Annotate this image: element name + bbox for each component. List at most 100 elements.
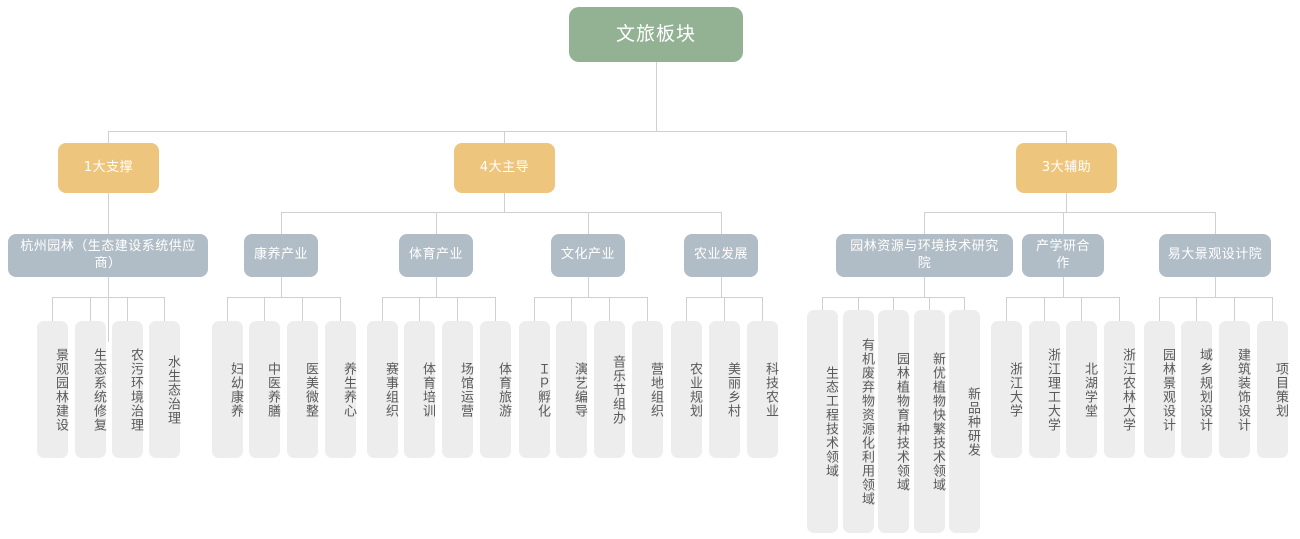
connector-hzyl-leaf-2 xyxy=(127,297,128,321)
connector-ylyjy-leaf-2 xyxy=(893,297,894,310)
leaf-node[interactable]: 演艺编导 xyxy=(556,321,587,458)
connector-hzyl-bus xyxy=(52,297,164,298)
leaf-node[interactable]: 有机废弃物资源化利用领域 xyxy=(843,310,874,533)
connector-leading-to-whgy xyxy=(588,212,589,234)
leaf-node[interactable]: 音乐节组办 xyxy=(594,321,625,458)
leaf-node[interactable]: 农业规划 xyxy=(671,321,702,458)
connector-whgy-leaf-0 xyxy=(534,297,535,321)
connector-whgy-leaf-3 xyxy=(647,297,648,321)
connector-nyfz-leaf-1 xyxy=(724,297,725,321)
connector-cxyhz-leaf-2 xyxy=(1081,297,1082,321)
connector-kygy-leaf-1 xyxy=(264,297,265,321)
leaf-node[interactable]: 医美微整 xyxy=(287,321,318,458)
connector-kygy-stem xyxy=(281,277,282,297)
connector-ylyjy-leaf-1 xyxy=(858,297,859,310)
leaf-node[interactable]: 养生养心 xyxy=(325,321,356,458)
connector-cxyhz-stem xyxy=(1063,277,1064,297)
connector-tygy-leaf-2 xyxy=(457,297,458,321)
leaf-node[interactable]: 新品种研发 xyxy=(949,310,980,533)
connector-whgy-stem xyxy=(588,277,589,297)
leaf-node[interactable]: 园林植物育种技术领域 xyxy=(878,310,909,533)
leaf-node[interactable]: 体育培训 xyxy=(404,321,435,458)
connector-kygy-bus xyxy=(227,297,340,298)
node-level3-hzyl[interactable]: 杭州园林（生态建设系统供应商） xyxy=(8,234,208,277)
connector-ydsjy-leaf-3 xyxy=(1272,297,1273,321)
connector-cxyhz-leaf-1 xyxy=(1044,297,1045,321)
connector-cxyhz-leaf-3 xyxy=(1119,297,1120,321)
leaf-node[interactable]: 生态系统修复 xyxy=(75,321,106,458)
leaf-node[interactable]: 园林景观设计 xyxy=(1144,321,1175,458)
node-level3-whgy[interactable]: 文化产业 xyxy=(551,234,625,277)
connector-nyfz-stem xyxy=(721,277,722,297)
connector-ydsjy-bus xyxy=(1159,297,1272,298)
connector-tygy-leaf-0 xyxy=(382,297,383,321)
connector-leading-to-nyfz xyxy=(721,212,722,234)
connector-ylyjy-stem xyxy=(924,277,925,297)
connector-tygy-leaf-1 xyxy=(419,297,420,321)
connector-leading-to-tygy xyxy=(436,212,437,234)
leaf-node[interactable]: 新优植物快繁技术领域 xyxy=(914,310,945,533)
leaf-node[interactable]: 建筑装饰设计 xyxy=(1219,321,1250,458)
node-level3-tygy[interactable]: 体育产业 xyxy=(399,234,473,277)
node-level3-nyfz[interactable]: 农业发展 xyxy=(684,234,758,277)
node-level3-cxyhz[interactable]: 产学研合作 xyxy=(1022,234,1104,277)
connector-whgy-bus xyxy=(534,297,647,298)
connector-ydsjy-leaf-1 xyxy=(1196,297,1197,321)
connector-root-stem xyxy=(656,61,657,131)
connector-hzyl-leaf-1 xyxy=(90,297,91,321)
connector-kygy-leaf-3 xyxy=(340,297,341,321)
leaf-node[interactable]: 科技农业 xyxy=(747,321,778,458)
leaf-node[interactable]: 体育旅游 xyxy=(480,321,511,458)
leaf-node[interactable]: Ｉｐ孵化 xyxy=(519,321,550,458)
leaf-node[interactable]: 生态工程技术领域 xyxy=(807,310,838,533)
leaf-node[interactable]: 域乡规划设计 xyxy=(1181,321,1212,458)
connector-tygy-leaf-3 xyxy=(495,297,496,321)
node-level3-kygy[interactable]: 康养产业 xyxy=(244,234,318,277)
connector-whgy-leaf-1 xyxy=(571,297,572,321)
leaf-node[interactable]: 北湖学堂 xyxy=(1066,321,1097,458)
leaf-node[interactable]: 水生态治理 xyxy=(149,321,180,458)
leaf-node[interactable]: 景观园林建设 xyxy=(37,321,68,458)
connector-nyfz-leaf-0 xyxy=(686,297,687,321)
connector-whgy-leaf-2 xyxy=(609,297,610,321)
leaf-node[interactable]: 妇幼康养 xyxy=(212,321,243,458)
node-level3-ylyjy[interactable]: 园林资源与环境技术研究院 xyxy=(836,234,1013,277)
connector-root-bus xyxy=(108,131,1066,132)
connector-auxiliary-to-ylyjy xyxy=(924,212,925,234)
leaf-node[interactable]: 项目策划 xyxy=(1257,321,1288,458)
node-level2-auxiliary[interactable]: 3大辅助 xyxy=(1016,143,1117,193)
connector-leading-bus xyxy=(281,212,721,213)
connector-auxiliary-stem xyxy=(1066,192,1067,212)
leaf-node[interactable]: 农污环境治理 xyxy=(112,321,143,458)
connector-ylyjy-leaf-0 xyxy=(822,297,823,310)
connector-hzyl-leaf-3 xyxy=(164,297,165,321)
connector-ydsjy-leaf-2 xyxy=(1234,297,1235,321)
connector-auxiliary-to-cxyhz xyxy=(1063,212,1064,234)
connector-leading-stem xyxy=(504,192,505,212)
connector-ylyjy-leaf-3 xyxy=(929,297,930,310)
connector-tygy-bus xyxy=(382,297,495,298)
leaf-node[interactable]: 场馆运营 xyxy=(442,321,473,458)
node-level2-support[interactable]: 1大支撑 xyxy=(58,143,159,193)
connector-kygy-leaf-2 xyxy=(302,297,303,321)
connector-ylyjy-leaf-4 xyxy=(964,297,965,310)
leaf-node[interactable]: 美丽乡村 xyxy=(709,321,740,458)
leaf-node[interactable]: 浙江理工大学 xyxy=(1029,321,1060,458)
connector-hzyl-leaf-0 xyxy=(52,297,53,321)
leaf-node[interactable]: 赛事组织 xyxy=(367,321,398,458)
connector-cxyhz-bus xyxy=(1006,297,1119,298)
leaf-node[interactable]: 浙江大学 xyxy=(991,321,1022,458)
connector-leading-to-kygy xyxy=(281,212,282,234)
leaf-node[interactable]: 浙江农林大学 xyxy=(1104,321,1135,458)
node-level3-ydsjy[interactable]: 易大景观设计院 xyxy=(1159,234,1271,277)
connector-nyfz-leaf-2 xyxy=(762,297,763,321)
node-root[interactable]: 文旅板块 xyxy=(569,7,743,62)
connector-ydsjy-leaf-0 xyxy=(1159,297,1160,321)
leaf-node[interactable]: 营地组织 xyxy=(632,321,663,458)
node-level2-leading[interactable]: 4大主导 xyxy=(454,143,555,193)
connector-tygy-stem xyxy=(436,277,437,297)
leaf-node[interactable]: 中医养膳 xyxy=(249,321,280,458)
connector-hzyl-stem xyxy=(108,277,109,297)
connector-cxyhz-leaf-0 xyxy=(1006,297,1007,321)
